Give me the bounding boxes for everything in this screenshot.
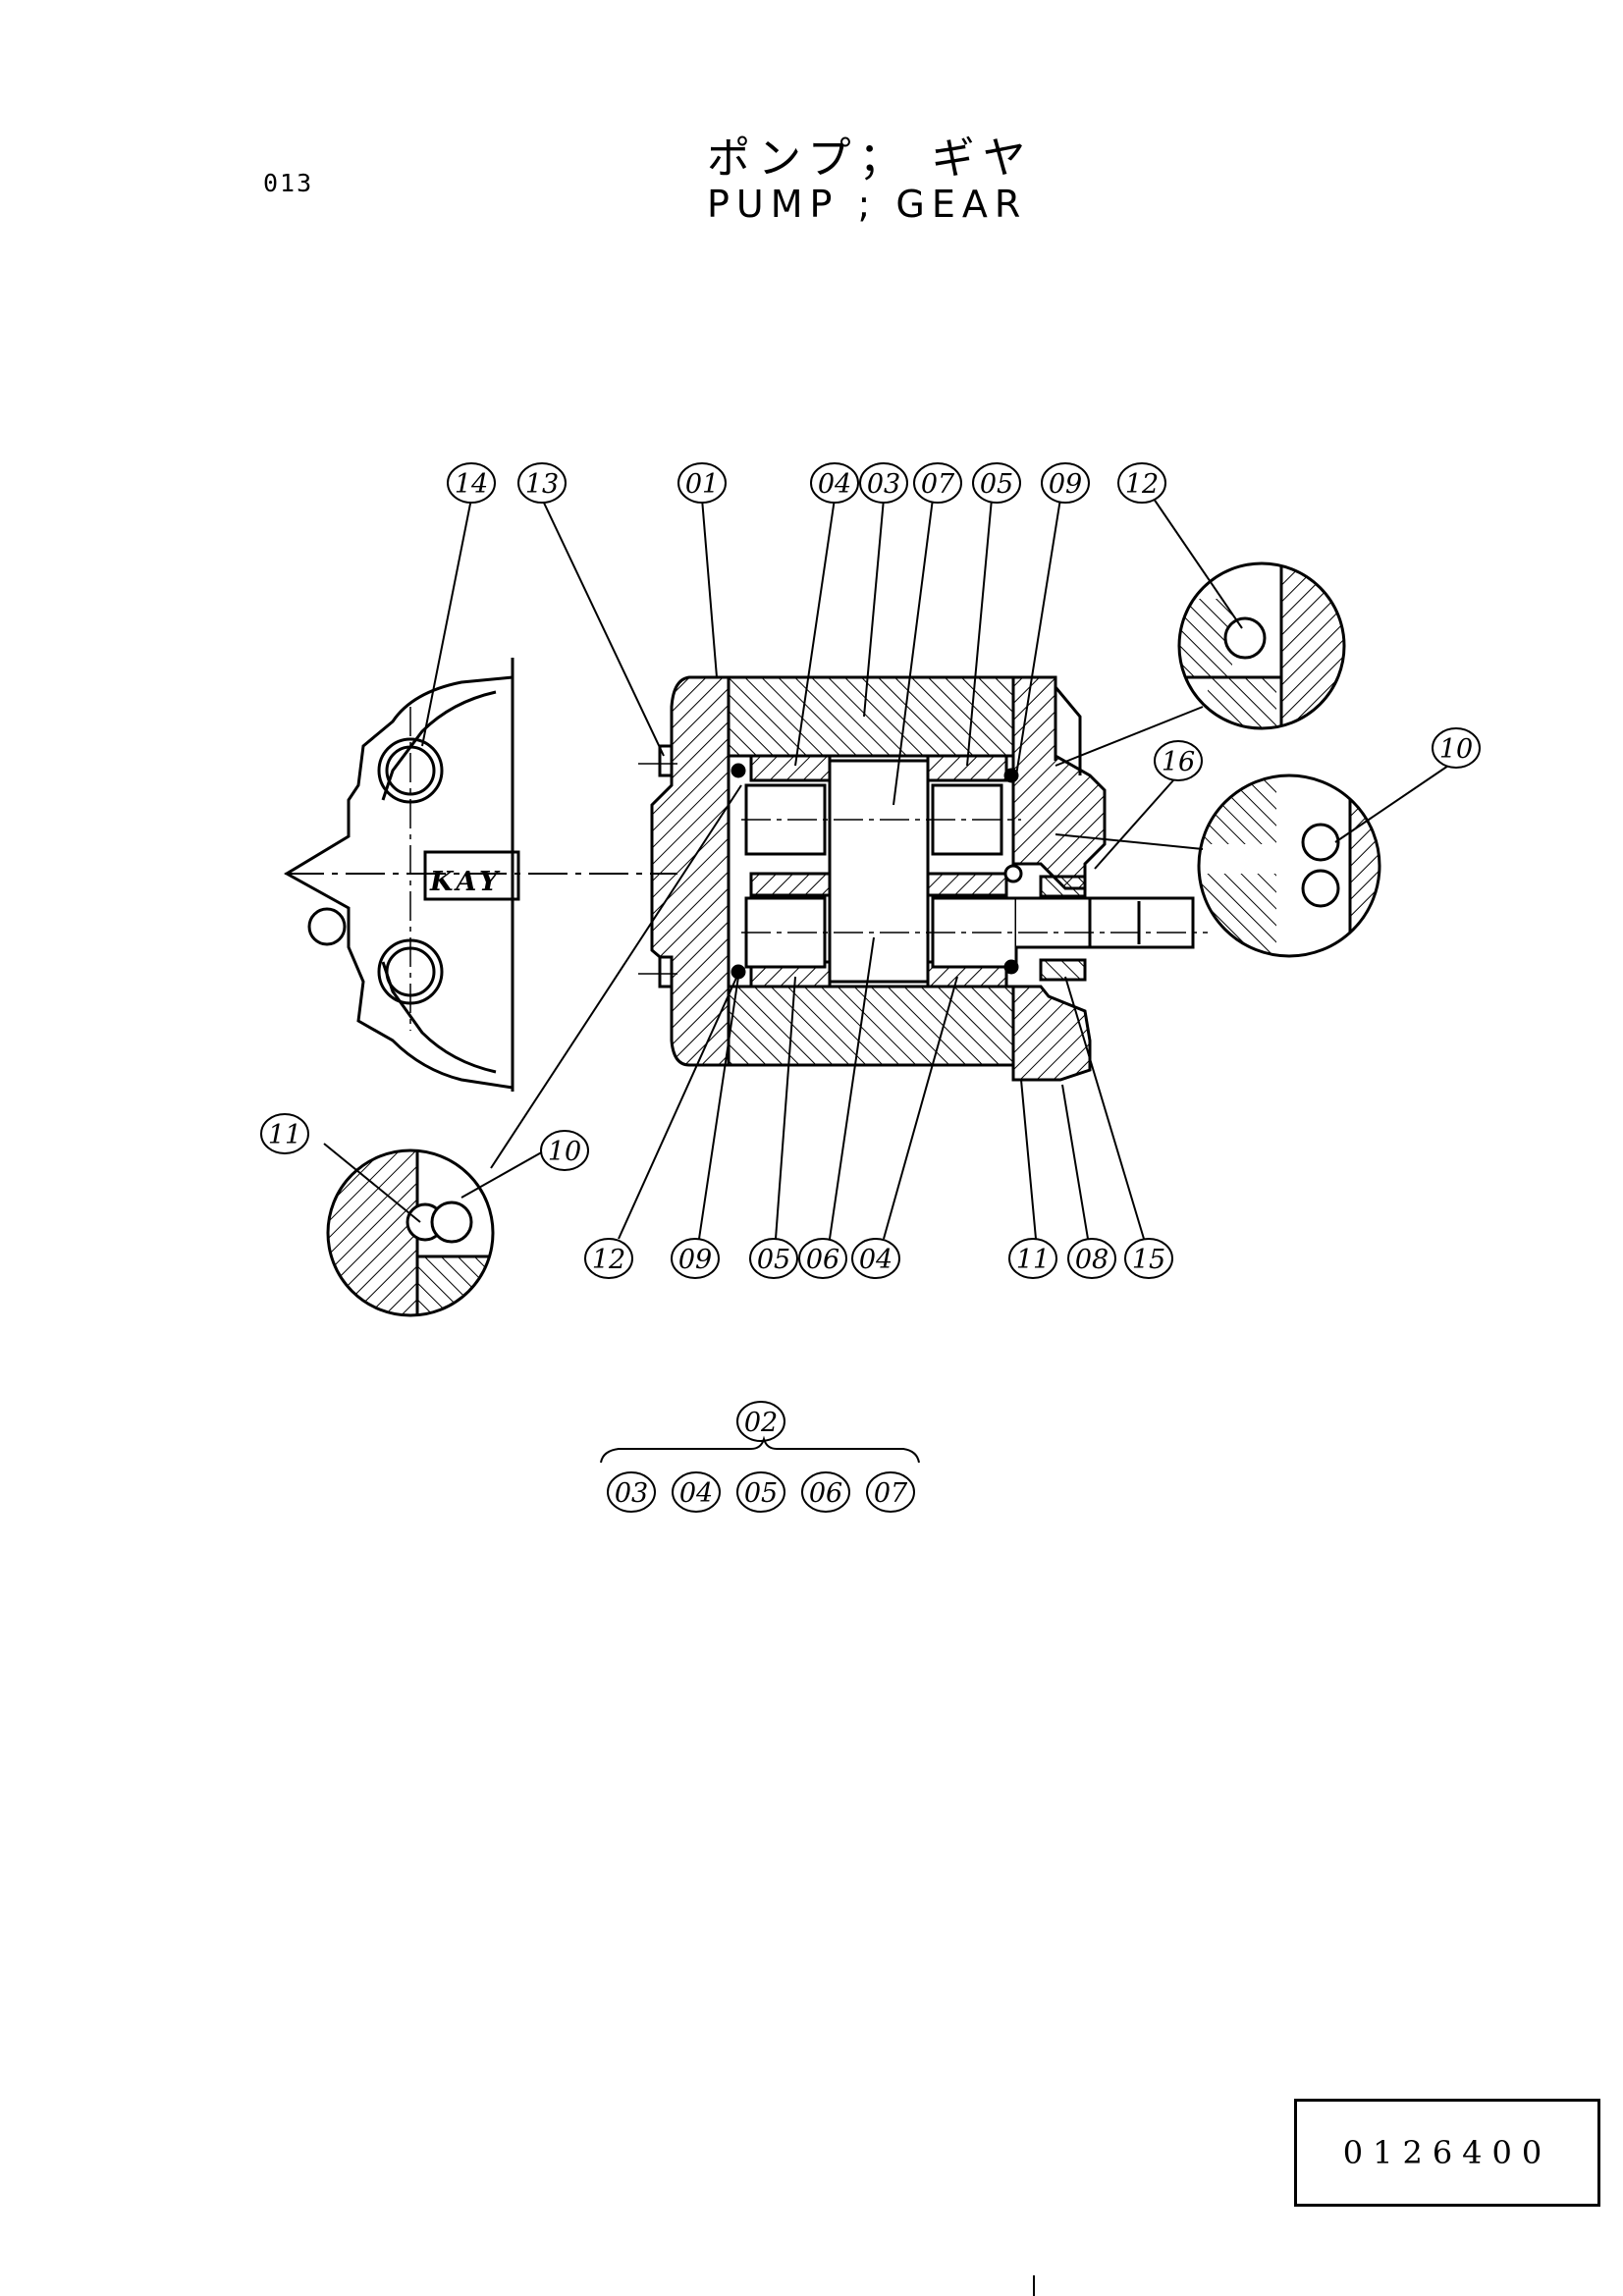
detail-view-top-right <box>1177 561 1346 730</box>
callout-bubble <box>1432 727 1481 769</box>
callout-09-top: 09 <box>1049 469 1082 500</box>
callout-bubble <box>1008 1238 1057 1279</box>
callout-12-top: 12 <box>1125 469 1159 500</box>
pump-end-view <box>284 658 677 1092</box>
callout-bubble <box>913 462 962 504</box>
callout-bubble <box>671 1238 720 1279</box>
callout-bubble <box>972 462 1021 504</box>
callout-10-right: 10 <box>1439 734 1473 765</box>
title-japanese: ポンプ； ギヤ <box>707 133 1034 184</box>
callout-07-top: 07 <box>921 469 955 500</box>
callout-bubble <box>540 1130 589 1171</box>
callout-13: 13 <box>525 469 559 500</box>
callout-15-bottom: 15 <box>1132 1245 1165 1275</box>
callout-11-bottom: 11 <box>1016 1245 1050 1275</box>
leader-lines <box>323 498 1452 1240</box>
detail-view-left <box>326 1148 495 1317</box>
detail-view-right <box>1197 774 1381 958</box>
callout-03-top: 03 <box>867 469 900 500</box>
title-english: PUMP ; GEAR <box>707 183 1028 226</box>
callout-bubble <box>584 1238 633 1279</box>
kit-assembly-number: 02 <box>744 1408 778 1438</box>
callout-11-left: 11 <box>268 1120 301 1150</box>
callout-bubble <box>517 462 567 504</box>
callout-bubble <box>1067 1238 1116 1279</box>
callout-labels: 14 13 01 04 03 07 05 09 12 10 16 11 10 1… <box>268 469 1473 1275</box>
pump-cross-section <box>638 675 1208 1082</box>
callout-bubble <box>677 462 727 504</box>
logo-kay: KAY <box>429 867 502 897</box>
callout-01: 01 <box>685 469 719 500</box>
callout-16: 16 <box>1162 747 1195 777</box>
kit-part-05: 05 <box>744 1478 778 1509</box>
callout-12-bottom: 12 <box>592 1245 625 1275</box>
callout-06-bottom: 06 <box>806 1245 839 1275</box>
callout-09-bottom: 09 <box>678 1245 712 1275</box>
callout-04-bottom: 04 <box>859 1245 893 1275</box>
callout-bubble <box>447 462 496 504</box>
kit-part-07: 07 <box>874 1478 908 1509</box>
callout-bubble <box>260 1113 309 1154</box>
callout-14: 14 <box>455 469 488 500</box>
callout-05-bottom: 05 <box>757 1245 790 1275</box>
callout-bubble <box>1124 1238 1173 1279</box>
callouts <box>260 462 1481 1279</box>
kit-part-06: 06 <box>809 1478 842 1509</box>
callout-bubble <box>1041 462 1090 504</box>
callout-04-top: 04 <box>818 469 851 500</box>
callout-10-left: 10 <box>548 1137 581 1167</box>
callout-bubble <box>1154 740 1203 781</box>
kit-group: 02 03 04 05 06 07 <box>600 1401 920 1513</box>
callout-bubble <box>859 462 908 504</box>
callout-bubble <box>798 1238 847 1279</box>
document-number-box: 0126400 <box>1294 2099 1600 2207</box>
kit-part-03: 03 <box>615 1478 648 1509</box>
callout-bubble <box>1117 462 1166 504</box>
page-code: 013 <box>263 169 314 197</box>
kit-part-04: 04 <box>679 1478 713 1509</box>
callout-bubble <box>749 1238 798 1279</box>
callout-05-top: 05 <box>980 469 1013 500</box>
callout-bubble <box>851 1238 900 1279</box>
callout-08-bottom: 08 <box>1075 1245 1109 1275</box>
callout-bubble <box>810 462 859 504</box>
